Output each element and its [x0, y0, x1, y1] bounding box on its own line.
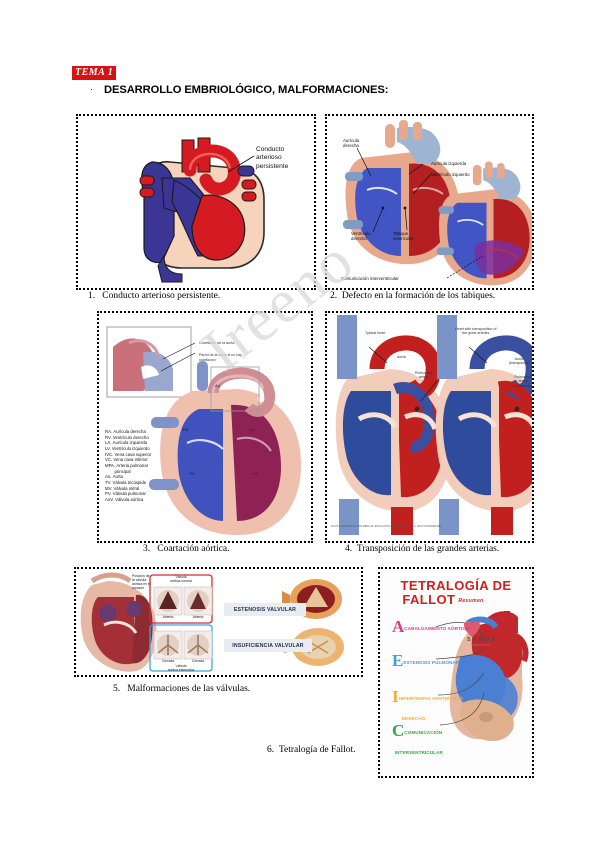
fallot-letter-a: A: [392, 617, 405, 636]
insufficiency-label: INSUFICIENCIA VALVULAR: [232, 642, 304, 649]
label-ventricular-communication: Comunicación interventricular: [341, 276, 399, 281]
legend-line: Ao. Aorta: [105, 474, 123, 480]
somos-brand-line1: SOMOS: [466, 637, 498, 643]
label-left-ventricle: Ventrículo izquierdo: [431, 172, 470, 177]
figure-2-text: Defecto en la formación de los tabiques.: [341, 291, 496, 301]
legend-line: LA. Aurícula izquierda: [105, 440, 148, 446]
svg-text:RV: RV: [189, 471, 195, 476]
somos-brand-line2: MÉDICOS: [472, 643, 492, 647]
figure-2-number: 2.: [330, 291, 338, 301]
valve-illustration-group: [80, 572, 344, 672]
figure-caption-3: 3. Coartación aórtica.: [143, 544, 230, 554]
legend-line: RV. Ventrículo derecho: [105, 434, 149, 440]
figure-panel-4: Typical heart Heart with transposition o…: [325, 311, 534, 543]
figure-6-number: 6.: [267, 745, 275, 755]
heart-illustration-tga: [327, 313, 532, 541]
figure-panel-3: RA RV LA LV Ao Coartación de la aorta Pa…: [97, 311, 313, 543]
fallot-item-i: IHIPERTROFIA VENTRÍCULO DERECHO: [392, 687, 463, 725]
figure-4-number: 4.: [345, 544, 353, 554]
fallot-title-line-1: TETRALOGÍA DE: [400, 578, 512, 593]
figure-caption-5: 5. Malformaciones de las válvulas.: [113, 684, 250, 694]
label-valve-closed-bottom: Cerrada: [191, 659, 205, 663]
svg-text:RA: RA: [183, 427, 189, 432]
label-valve-open-bottom: Cerrada: [161, 659, 175, 663]
label-aorta-transposed: Aorta(transposed): [509, 357, 530, 366]
figure-3-number: 3.: [143, 544, 151, 554]
bullet-icon: ·: [90, 84, 93, 95]
fallot-item-e: EESTENOSIS PULMONAR: [392, 651, 459, 671]
label-valve-closed-top: Abierta: [192, 615, 204, 619]
somos-brand: SOMOS MÉDICOS: [458, 637, 506, 647]
legend-line: RA. Aurícula derecha: [105, 429, 146, 434]
legend-line: IVC. Vena cava superior: [105, 451, 152, 457]
figure-5-number: 5.: [113, 684, 121, 694]
tema-badge: TEMA 1: [72, 66, 117, 80]
legend-line: VC. Vena cava inferior: [105, 457, 148, 463]
label-left-atrium: Aurícula izquierda: [431, 161, 467, 166]
fallot-letter-c: C: [392, 721, 405, 740]
heart-illustration-coarctation: RA RV LA LV Ao: [106, 326, 302, 536]
svg-text:Ao: Ao: [215, 383, 221, 388]
figure-4-text: Transposición de las grandes arterias.: [356, 544, 500, 554]
insufficiency-tag: INSUFICIENCIA VALVULAR: [224, 639, 312, 652]
label-coarctation-note-1: Coartación de la aorta: [199, 341, 235, 345]
fallot-letter-e: E: [392, 651, 404, 670]
label-aorta: Aorta: [397, 355, 406, 359]
legend-line: AoV. Válvula aórtica: [105, 497, 144, 503]
page-title: DESARROLLO EMBRIOLÓGICO, MALFORMACIONES:: [104, 84, 389, 96]
label-valve-open-top: Abierta: [162, 615, 174, 619]
figure-5-text: Malformaciones de las válvulas.: [127, 684, 251, 694]
fallot-item-a: ACABALGAMIENTO AÓRTICO: [392, 617, 469, 637]
page-heading: TEMA 1 · DESARROLLO EMBRIOLÓGICO, MALFORM…: [72, 62, 388, 96]
heart-illustration-fallot: [380, 569, 532, 776]
figure-caption-6: 6. Tetralogía de Fallot.: [267, 745, 356, 755]
figure-caption-1: 1. Conducto arterioso persistente.: [88, 291, 220, 301]
figure-caption-4: 4. Transposición de las grandes arterias…: [345, 544, 499, 554]
fallot-title-script: Resumen: [458, 598, 484, 604]
fallot-word-e: ESTENOSIS PULMONAR: [403, 660, 460, 665]
figure-6-text: Tetralogía de Fallot.: [278, 745, 356, 755]
figure-caption-2: 2. Defecto en la formación de los tabiqu…: [330, 291, 495, 301]
fallot-word-a: CABALGAMIENTO AÓRTICO: [404, 626, 470, 631]
legend-line: TV. Válvula tricúspide: [105, 480, 147, 486]
figure-4-credit: DAVIS FOUNDATION FOR MEDICAL EDUCATION A…: [331, 525, 443, 528]
svg-text:LA: LA: [249, 427, 254, 432]
heart-illustration-septal-defect: [343, 120, 532, 286]
legend-line: principal: [105, 468, 131, 474]
fallot-item-c: CCOMUNICACIÓN INTERVENTRICULAR: [392, 721, 443, 759]
fallot-letter-i: I: [392, 687, 399, 706]
figure-1-number: 1.: [88, 291, 96, 301]
label-typical-heart: Typical heart: [365, 331, 386, 335]
heart-illustration-ductus: [139, 137, 265, 283]
heading-row: · DESARROLLO EMBRIOLÓGICO, MALFORMACIONES…: [90, 80, 388, 98]
legend-line: PV. Válvula pulmonar: [105, 491, 146, 497]
stenosis-label: ESTENOSIS VALVULAR: [233, 606, 297, 613]
figure-1-text: Conducto arterioso persistente.: [102, 291, 221, 301]
figure-3-text: Coartación aórtica.: [157, 544, 230, 554]
svg-text:LV: LV: [253, 471, 258, 476]
legend-line: MV. Válvula mitral: [105, 485, 140, 491]
legend-line: LV. Ventrículo izquierdo: [105, 446, 150, 452]
fallot-word-c: COMUNICACIÓN INTERVENTRICULAR: [392, 730, 443, 755]
legend-line: MPA. Arteria pulmonar: [105, 463, 149, 469]
fallot-word-i: HIPERTROFIA VENTRÍCULO DERECHO: [392, 696, 463, 721]
stenosis-tag: ESTENOSIS VALVULAR: [224, 603, 306, 616]
